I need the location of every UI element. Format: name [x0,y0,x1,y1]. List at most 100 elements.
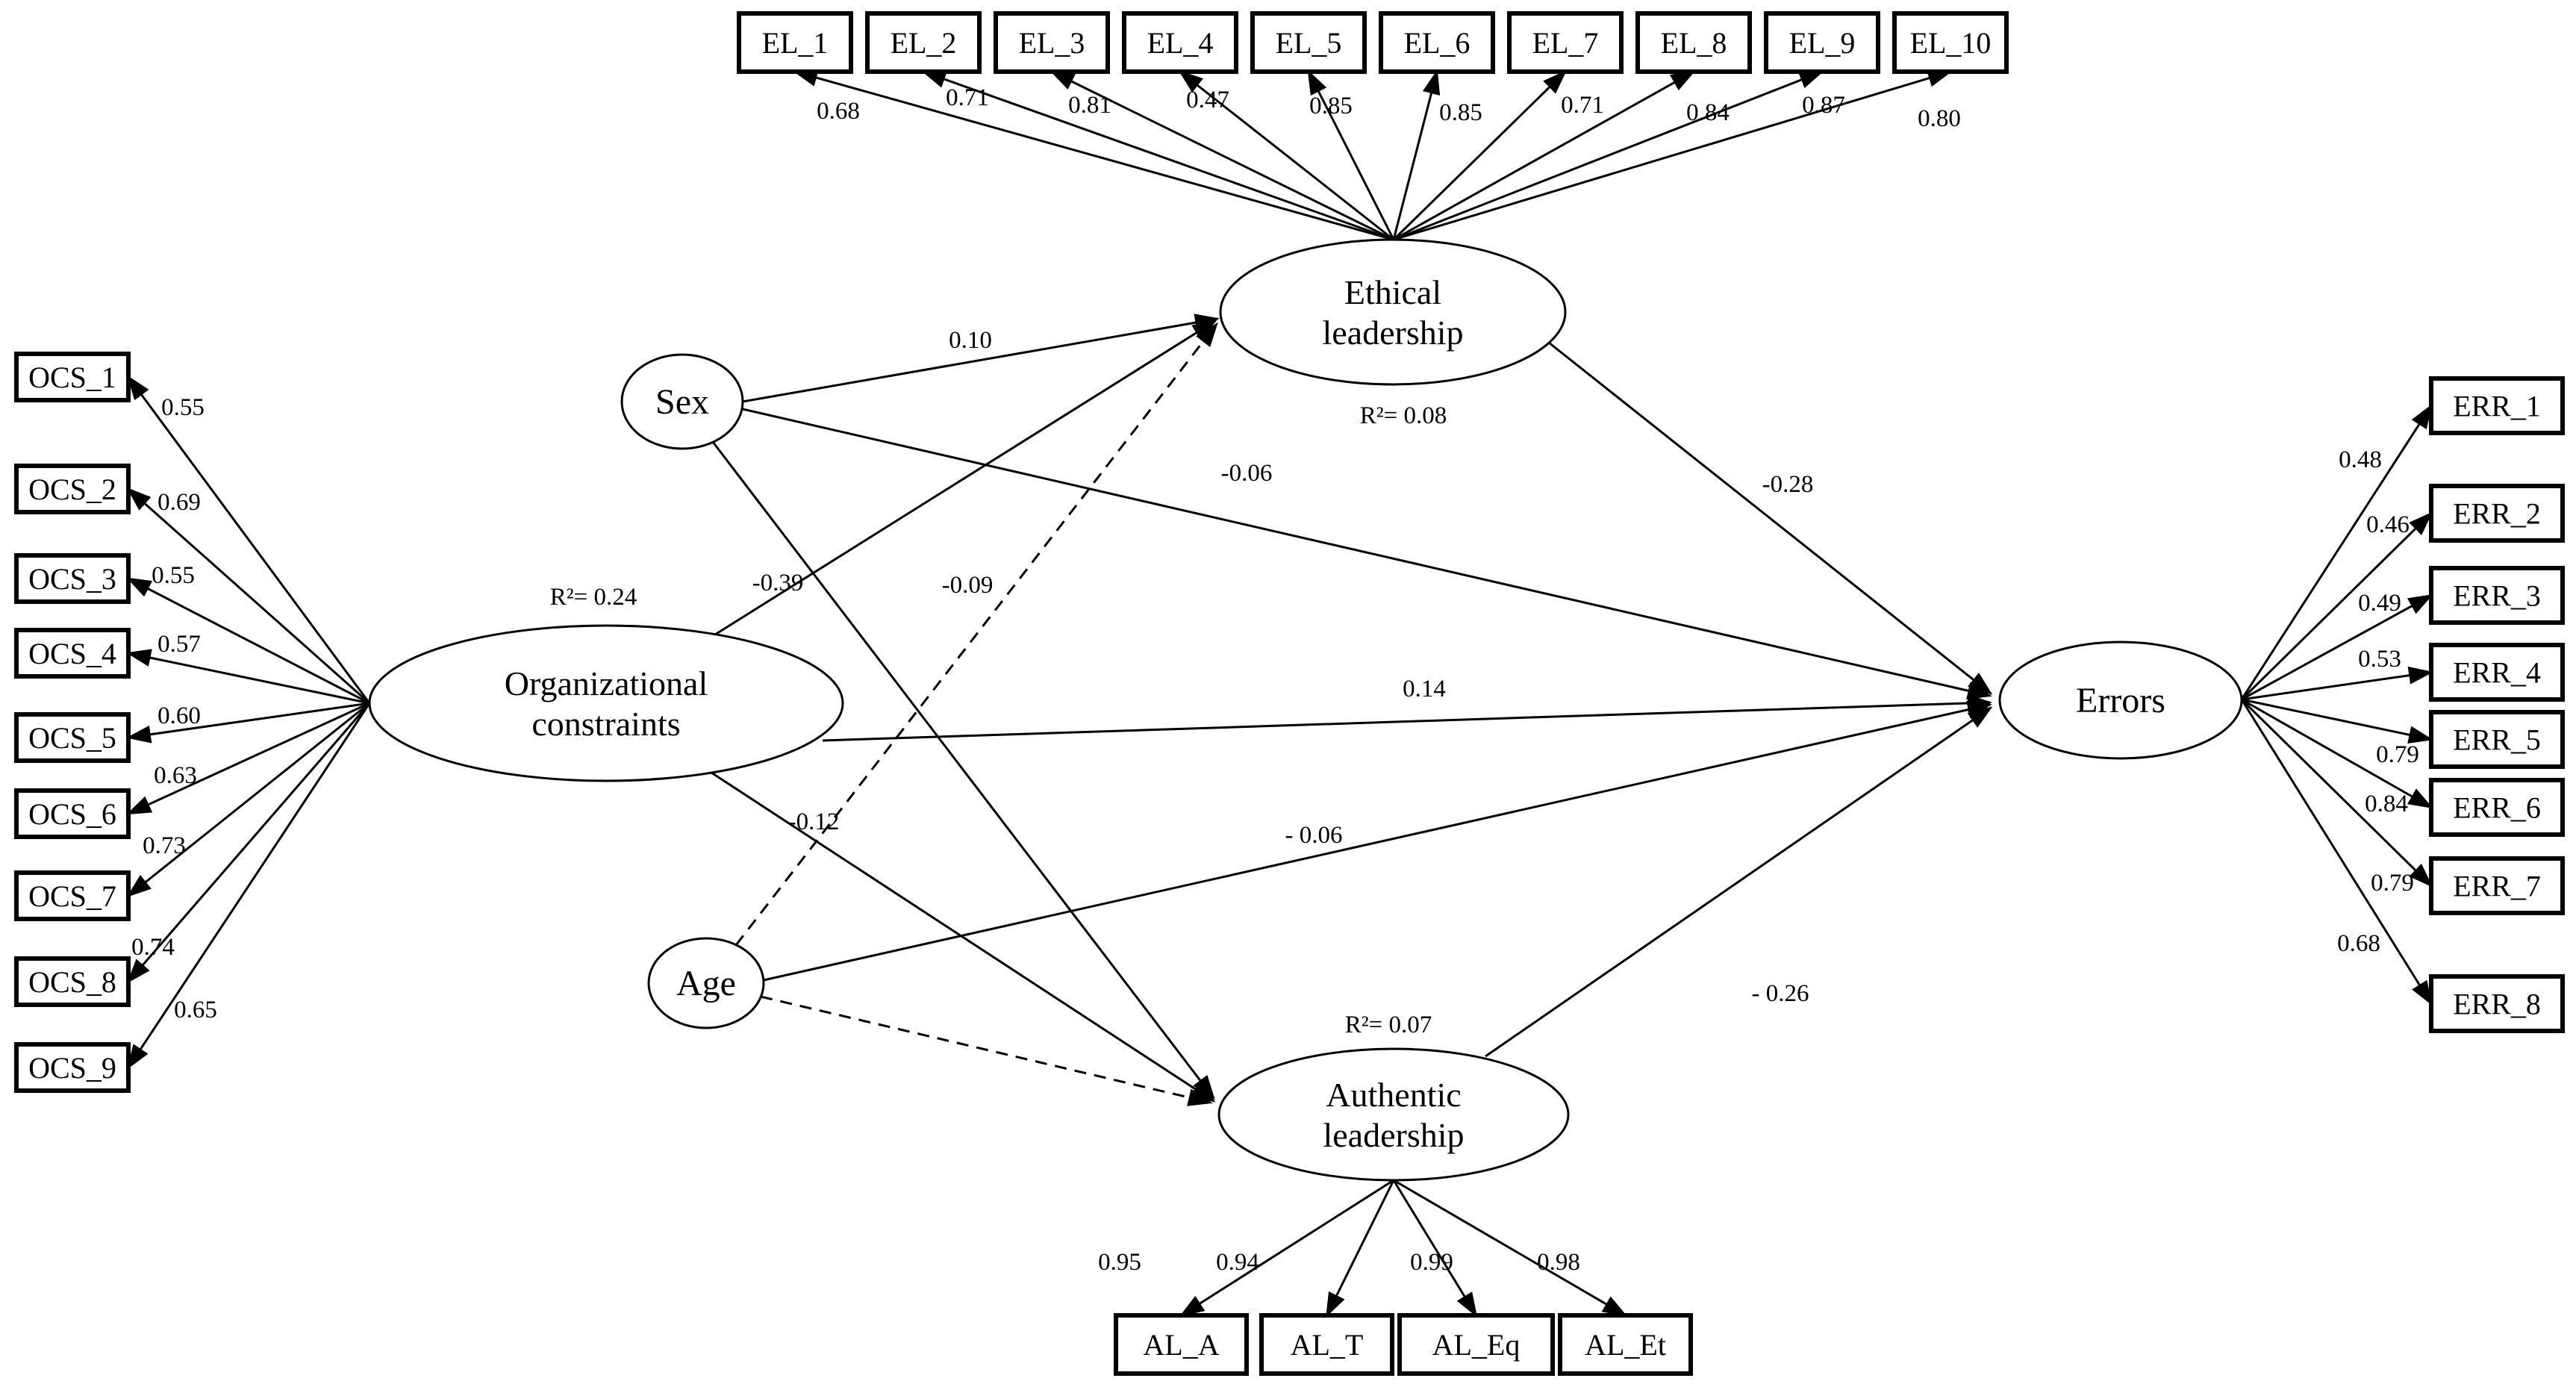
loading-arrow-AL_Et [1393,1179,1628,1317]
loading-value-EL_5: 0.85 [1309,93,1353,119]
loading-value-EL_4: 0.47 [1186,87,1229,113]
path-label-ethical_leadership-to-errors: -0.28 [1762,471,1814,498]
loading-value-OCS_5: 0.60 [158,702,201,729]
loading-arrow-ERR_8 [2240,699,2433,1006]
loading-arrow-AL_T [1326,1179,1395,1318]
indicator-EL_10-box [1892,11,2009,74]
path-sex-to-authentic_leadership [711,441,1215,1100]
indicator-EL_2-label: EL_2 [891,26,957,60]
loading-value-OCS_6: 0.63 [154,762,197,789]
loading-arrow-OCS_4 [126,649,370,705]
loading-arrow-EL_8 [1393,70,1696,241]
loading-arrow-OCS_8 [127,702,371,984]
path-authentic_leadership-to-errors [1485,706,1993,1058]
latent-ethical_leadership-r2: R²= 0.08 [1360,402,1447,429]
loading-value-AL_Et: 0.98 [1537,1249,1580,1276]
indicator-OCS_4-label: OCS_4 [28,637,116,670]
latent-authentic_leadership-r2: R²= 0.07 [1345,1012,1432,1038]
loading-arrow-EL_9 [1393,70,1824,241]
loading-value-EL_3: 0.81 [1068,92,1111,119]
latent-organizational_constraints-label: Organizational [505,664,708,702]
indicator-OCS_5-label: OCS_5 [28,721,116,755]
loading-value-OCS_4: 0.57 [158,631,201,658]
loading-value-OCS_2: 0.69 [158,489,201,516]
loading-arrow-EL_6 [1392,69,1441,240]
latent-sex-ellipse [620,353,744,450]
indicator-OCS_5-box [14,712,131,763]
loading-arrow-EL_10 [1393,69,1953,241]
indicator-OCS_2-label: OCS_2 [28,473,116,506]
loading-arrow-AL_Eq [1392,1179,1478,1318]
loading-value-ERR_1: 0.48 [2339,446,2382,473]
latent-sex-label: Sex [655,382,709,422]
indicator-ERR_6-box [2429,778,2565,837]
indicator-ERR_4-box [2429,643,2565,702]
indicator-OCS_9-label: OCS_9 [28,1051,116,1085]
latent-authentic_leadership-label: Authentic [1326,1076,1461,1114]
indicator-EL_7-label: EL_7 [1532,26,1599,60]
indicator-EL_2-box [865,11,982,74]
loading-arrow-EL_2 [921,70,1394,241]
indicator-EL_7-box [1507,11,1624,74]
latent-ethical_leadership-ellipse [1219,238,1567,386]
path-organizational_constraints-to-errors [822,694,1992,742]
indicator-ERR_1-label: ERR_1 [2453,390,2541,423]
loading-arrow-OCS_3 [126,577,370,705]
latent-authentic_leadership-ellipse [1217,1047,1570,1182]
indicator-OCS_9-box [14,1042,131,1093]
indicator-OCS_6-label: OCS_6 [28,797,116,831]
loading-value-AL_A: 0.95 [1098,1249,1141,1276]
indicator-ERR_2-box [2429,484,2565,543]
path-label-organizational_constraints-to-ethical_leadership: -0.39 [752,570,804,596]
indicator-AL_Et-label: AL_Et [1585,1328,1666,1362]
latent-organizational_constraints-label: constraints [531,705,680,743]
indicator-OCS_1-label: OCS_1 [28,361,116,394]
indicator-AL_A-box [1114,1313,1249,1376]
indicator-ERR_6-label: ERR_6 [2453,791,2541,825]
indicator-OCS_8-label: OCS_8 [28,965,116,999]
path-label-organizational_constraints-to-authentic_leadership: -0.12 [788,808,840,835]
loading-arrow-OCS_5 [126,702,370,744]
loading-arrow-OCS_1 [127,375,371,704]
loading-arrow-EL_5 [1307,69,1395,240]
loading-arrow-EL_7 [1392,69,1568,241]
indicator-EL_8-box [1635,11,1752,74]
indicator-OCS_3-box [14,553,131,604]
indicator-ERR_3-label: ERR_3 [2453,579,2541,613]
loading-arrow-ERR_2 [2240,511,2433,701]
loading-value-ERR_3: 0.49 [2358,590,2401,617]
path-label-organizational_constraints-to-errors: 0.14 [1403,676,1446,702]
path-organizational_constraints-to-authentic_leadership [711,771,1216,1103]
loading-arrow-ERR_5 [2241,698,2433,744]
indicator-EL_3-box [994,11,1110,74]
indicator-AL_T-box [1259,1313,1394,1376]
indicator-OCS_1-box [14,352,131,402]
loading-arrow-ERR_7 [2240,698,2433,888]
indicator-ERR_3-box [2429,566,2565,625]
indicator-ERR_2-label: ERR_2 [2453,497,2541,531]
loading-value-EL_1: 0.68 [817,98,860,125]
path-label-sex-to-errors: -0.06 [1221,460,1273,487]
indicator-EL_5-label: EL_5 [1276,26,1342,60]
latent-errors-label: Errors [2076,681,2165,720]
indicator-OCS_7-box [14,870,131,921]
latent-age-ellipse [647,937,765,1029]
path-ethical_leadership-to-errors [1548,341,1993,695]
latent-organizational_constraints-ellipse [368,624,844,782]
indicator-ERR_7-box [2429,856,2565,915]
indicator-ERR_1-box [2429,376,2565,435]
indicator-EL_9-box [1764,11,1880,74]
indicator-EL_1-label: EL_1 [762,26,829,60]
latent-authentic_leadership-label: leadership [1323,1116,1464,1154]
indicator-ERR_8-label: ERR_8 [2453,988,2541,1021]
loading-value-OCS_8: 0.74 [131,934,175,961]
path-age-to-ethical_leadership [735,322,1218,946]
indicator-EL_5-box [1250,11,1367,74]
path-age-to-errors [763,700,1992,982]
loading-value-OCS_1: 0.55 [161,394,205,421]
loading-value-ERR_6: 0.84 [2365,791,2408,817]
loading-arrow-EL_3 [1050,70,1394,241]
indicator-OCS_4-box [14,628,131,679]
indicator-EL_3-label: EL_3 [1019,26,1085,60]
